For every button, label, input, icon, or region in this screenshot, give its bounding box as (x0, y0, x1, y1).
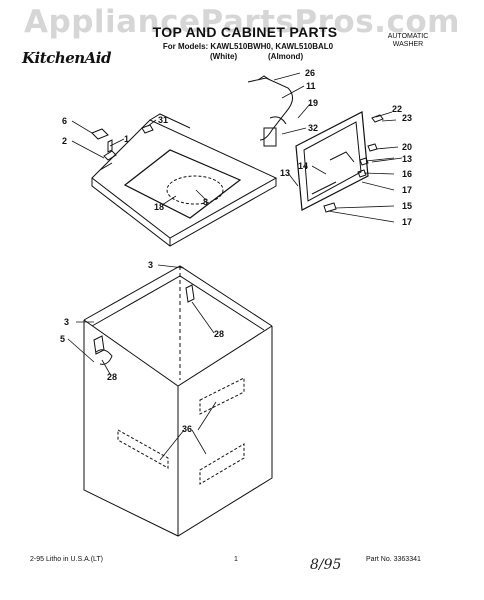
callout-label: 13 (402, 154, 412, 164)
variant-almond: (Almond) (268, 52, 304, 61)
callout-label: 11 (306, 81, 316, 91)
brand-logo: KitchenAid (22, 49, 111, 67)
callout-label: 5 (60, 334, 65, 344)
callout-label: 2 (62, 136, 67, 146)
callout-label: 23 (402, 113, 412, 123)
callout-label: 13 (280, 168, 290, 178)
callout-label: 36 (182, 424, 192, 434)
part-number: Part No. 3363341 (366, 556, 421, 563)
callout-label: 3 (148, 260, 153, 270)
callout-label: 14 (298, 161, 308, 171)
callout-label: 6 (62, 116, 67, 126)
product-type-line2: WASHER (392, 41, 424, 48)
lid-hardware (323, 114, 384, 213)
handwritten-date: 8/95 (310, 557, 342, 573)
callout-label: 28 (107, 372, 117, 382)
washer-lid (295, 111, 369, 211)
hinge-bracket-parts (91, 124, 154, 161)
callout-label: 16 (402, 169, 412, 179)
callout-label: 19 (308, 98, 318, 108)
callout-label: 32 (308, 123, 318, 133)
washer-top-panel (91, 113, 278, 247)
washer-cabinet (83, 265, 273, 537)
product-type-line1: AUTOMATIC (387, 33, 429, 40)
callout-labels: 26 11 19 32 22 23 20 13 16 17 15 17 6 31… (60, 68, 412, 434)
product-type: AUTOMATIC WASHER (372, 33, 444, 49)
callout-label: 28 (214, 329, 224, 339)
callout-label: 31 (158, 115, 168, 125)
callout-label: 22 (392, 104, 402, 114)
model-numbers: For Models: KAWL510BWH0, KAWL510BAL0 (162, 42, 334, 51)
print-info: 2-95 Litho in U.S.A.(LT) (30, 556, 104, 563)
watermark-text: AppliancePartsPros.com (24, 4, 460, 40)
callout-label: 3 (64, 317, 69, 327)
callout-label: 20 (402, 142, 412, 152)
callout-label: 17 (402, 217, 412, 227)
wire-harness (247, 75, 293, 147)
callout-label: 1 (124, 134, 129, 144)
callout-label: 8 (203, 197, 208, 207)
page-title: TOP AND CABINET PARTS (152, 24, 338, 40)
variant-white: (White) (210, 52, 238, 61)
leader-lines (67, 72, 403, 461)
callout-label: 17 (402, 185, 412, 195)
callout-label: 18 (154, 202, 164, 212)
callout-label: 15 (402, 201, 412, 211)
callout-label: 26 (305, 68, 315, 78)
page-number: 1 (234, 556, 238, 563)
